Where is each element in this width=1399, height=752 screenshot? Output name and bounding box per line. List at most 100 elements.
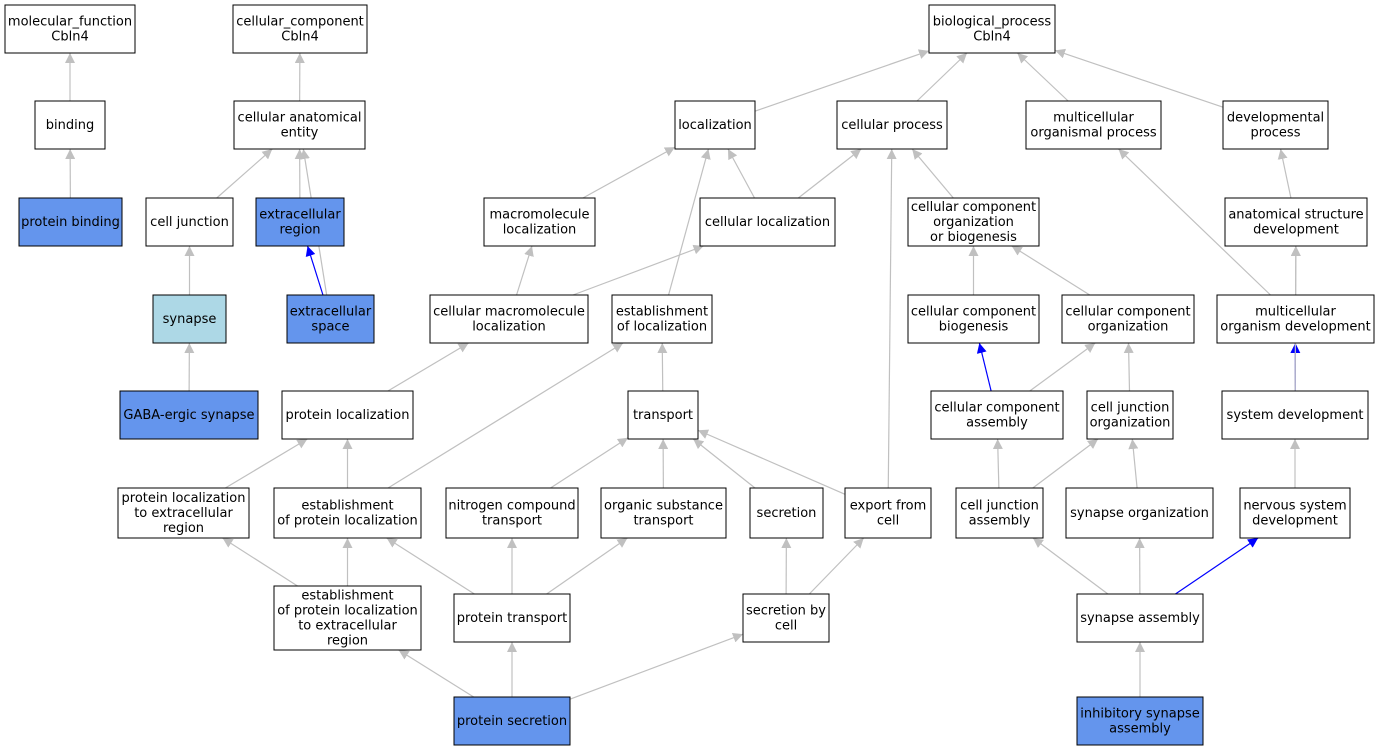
go-term-box (145, 197, 234, 247)
go-term-label: export from (850, 499, 927, 514)
edge-secretion-to-transport (692, 438, 756, 489)
edge-syn_assembly-to-cja (1032, 537, 1109, 595)
go-term-label: inhibitory synapse (1080, 707, 1199, 722)
go-term-box (955, 487, 1044, 539)
edge-transport-to-est_loc (657, 342, 668, 392)
go-term-box (429, 294, 589, 344)
go-term-box (1239, 487, 1351, 539)
go-term-box (4, 4, 136, 54)
edge-multicellular_process-to-bp (1016, 52, 1069, 102)
go-term-box (844, 487, 932, 539)
go-term-label: system development (1227, 408, 1364, 423)
edge-export-to-transport (697, 429, 846, 495)
go-term-label: cellular_component (236, 15, 364, 30)
go-term-box (232, 4, 368, 54)
go-term-protein-transport[interactable]: protein transport (453, 593, 571, 643)
edge-pl_extra-to-protein_loc (225, 438, 308, 489)
edge-mod-to-multicellular_process (1118, 148, 1271, 296)
go-term-cellular-loc[interactable]: cellular localization (699, 197, 836, 247)
go-term-box (233, 100, 366, 150)
go-term-label: cell junction (1091, 401, 1170, 416)
go-term-label: organization (933, 215, 1014, 230)
go-term-label: organization (1088, 320, 1169, 335)
go-term-label: transport (482, 514, 542, 529)
edge-protein_loc-to-cml (387, 342, 469, 392)
go-term-label: organization (1090, 416, 1171, 431)
edge-cellular_loc-to-localization (727, 148, 756, 199)
edge-est_loc-to-localization (667, 148, 711, 296)
go-term-label: biological_process (933, 15, 1052, 30)
go-term-binding[interactable]: binding (34, 100, 106, 150)
go-term-label: region (163, 521, 204, 536)
go-term-label: organismal process (1030, 126, 1156, 141)
go-term-localization[interactable]: localization (674, 100, 756, 150)
go-term-protein-binding[interactable]: protein binding (18, 197, 123, 247)
go-term-box (930, 390, 1064, 440)
edge-protein_secretion-to-sec_by_cell (569, 633, 744, 700)
go-term-label: cellular localization (705, 215, 830, 230)
go-term-system-dev[interactable]: system development (1221, 390, 1369, 440)
edge-developmental_process-to-bp (1054, 48, 1224, 108)
go-term-box (742, 593, 830, 643)
go-term-box (483, 197, 596, 247)
go-term-label: process (1251, 126, 1301, 141)
go-term-transport[interactable]: transport (627, 390, 699, 440)
go-term-cellular-process[interactable]: cellular process (836, 100, 948, 150)
go-term-label: protein binding (21, 215, 120, 230)
go-term-protein-loc[interactable]: protein localization (281, 390, 414, 440)
go-term-box (1222, 100, 1329, 150)
go-term-box (1025, 100, 1162, 150)
go-term-box (627, 390, 699, 440)
go-term-syn-assembly[interactable]: synapse assembly (1076, 593, 1204, 643)
edge-extracellular_space-to-extracellular_region (305, 245, 324, 296)
go-term-synapse[interactable]: synapse (152, 294, 227, 344)
go-term-box (453, 593, 571, 643)
go-term-box (445, 487, 579, 539)
go-term-box (119, 390, 259, 440)
go-term-gaba[interactable]: GABA-ergic synapse (119, 390, 259, 440)
go-term-label: assembly (969, 514, 1031, 529)
go-term-secretion[interactable]: secretion (749, 487, 824, 539)
go-term-protein-secretion[interactable]: protein secretion (453, 696, 571, 746)
go-term-label: development (1253, 223, 1339, 238)
go-term-label: secretion (757, 506, 817, 521)
go-term-cell-junction[interactable]: cell junction (145, 197, 234, 247)
edge-cellular_process-to-bp (916, 52, 968, 102)
go-term-label: of protein localization (277, 604, 418, 619)
go-term-box (928, 4, 1056, 54)
go-term-label: synapse (163, 312, 217, 327)
edge-est_protein_loc-to-est_loc (387, 342, 624, 489)
go-term-label: cellular macromolecule (433, 305, 585, 320)
go-term-syn-org[interactable]: synapse organization (1065, 487, 1214, 539)
go-term-label: cellular component (911, 200, 1036, 215)
go-term-label: localization (503, 223, 577, 238)
